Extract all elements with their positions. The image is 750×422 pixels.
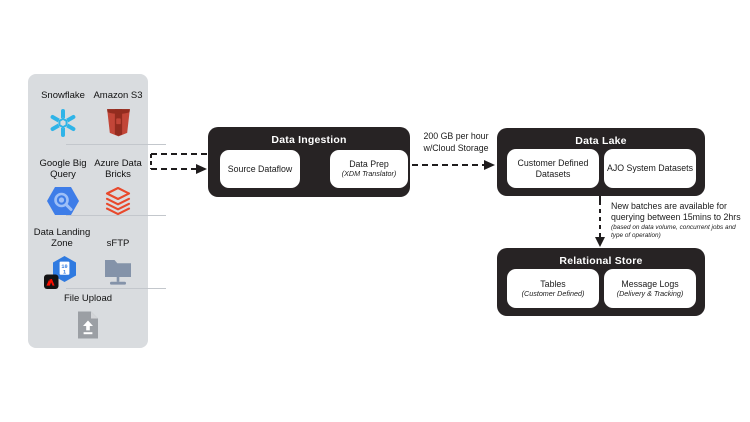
node-tables: Tables (Customer Defined)	[507, 269, 599, 308]
arrowhead-into-relational	[595, 237, 605, 247]
divider	[66, 144, 166, 145]
source-file-upload: File Upload	[58, 291, 118, 340]
node-label: AJO System Datasets	[606, 163, 694, 173]
divider	[66, 215, 166, 216]
batch-note-line1: New batches are available for	[611, 201, 727, 211]
arrowhead-into-lake	[484, 160, 495, 170]
throughput-line1: 200 GB per hour	[423, 131, 489, 141]
google-bigquery-icon	[46, 186, 80, 216]
node-source-dataflow: Source Dataflow	[220, 150, 300, 188]
node-message-logs: Message Logs (Delivery & Tracking)	[604, 269, 696, 308]
svg-text:1: 1	[63, 269, 66, 275]
source-label: Data Landing Zone	[33, 227, 91, 250]
source-snowflake: Snowflake	[34, 88, 92, 139]
source-amazon-s3: Amazon S3	[89, 88, 147, 138]
node-label: Tables	[540, 278, 566, 289]
throughput-label: 200 GB per hour w/Cloud Storage	[412, 131, 500, 155]
azure-databricks-icon	[103, 186, 133, 216]
source-sftp: sFTP	[89, 222, 147, 286]
data-landing-zone-icon: 10 1	[43, 255, 81, 290]
source-label: Amazon S3	[93, 90, 143, 102]
node-sublabel: (Delivery & Tracking)	[616, 288, 684, 298]
arrowhead-into-ingestion	[196, 164, 207, 174]
source-label: sFTP	[106, 238, 130, 250]
source-google-bigquery: Google Big Query	[34, 155, 92, 216]
snowflake-icon	[47, 107, 79, 139]
batch-note-line2: querying between 15mins to 2hrs	[611, 212, 741, 223]
group-title: Relational Store	[559, 255, 643, 267]
node-label: Data Prep	[349, 159, 389, 170]
batch-note-fine2: type of operation)	[611, 231, 661, 239]
source-azure-databricks: Azure Data Bricks	[89, 155, 147, 216]
source-label: Google Big Query	[39, 158, 87, 181]
batch-note-fine1: (based on data volume, concurrent jobs a…	[611, 223, 736, 231]
node-customer-defined-datasets: Customer Defined Datasets	[507, 149, 599, 188]
source-label: File Upload	[63, 293, 113, 305]
divider	[66, 288, 166, 289]
source-label: Azure Data Bricks	[94, 158, 142, 181]
group-title: Data Ingestion	[271, 134, 347, 146]
sftp-icon	[102, 255, 134, 286]
source-data-landing-zone: Data Landing Zone 10 1	[32, 222, 92, 290]
node-label: Customer Defined Datasets	[517, 157, 589, 179]
source-label: Snowflake	[41, 90, 85, 102]
node-data-prep: Data Prep (XDM Translator)	[330, 150, 408, 188]
batch-availability-note: New batches are available for querying b…	[611, 201, 750, 240]
amazon-s3-icon	[105, 107, 132, 138]
node-sublabel: (XDM Translator)	[341, 169, 397, 179]
node-label: Source Dataflow	[227, 163, 293, 174]
file-upload-icon	[75, 310, 101, 340]
node-ajo-system-datasets: AJO System Datasets	[604, 149, 696, 188]
node-sublabel: (Customer Defined)	[521, 288, 585, 298]
node-label: Message Logs	[621, 278, 679, 289]
svg-text:10: 10	[61, 264, 67, 270]
throughput-line2: w/Cloud Storage	[423, 142, 489, 153]
group-title: Data Lake	[575, 135, 627, 147]
